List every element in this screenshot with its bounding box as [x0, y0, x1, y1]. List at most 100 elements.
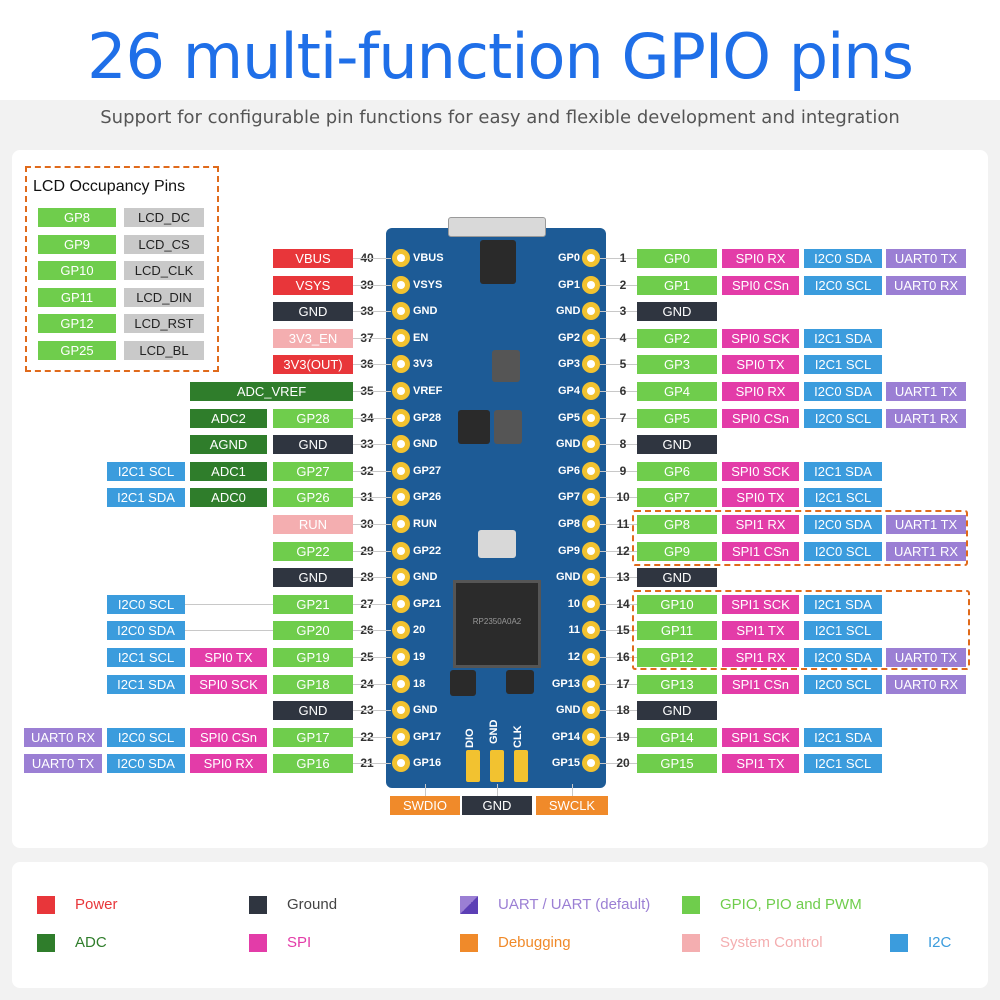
pin-function-label: SPI1 SCK — [722, 594, 799, 614]
pin-function-label: UART1 RX — [886, 541, 966, 561]
connector-line — [600, 550, 637, 552]
lcd-gpio-label: GP11 — [38, 287, 116, 307]
connector-line — [497, 784, 498, 796]
debug-pad — [514, 750, 528, 782]
legend-panel — [12, 862, 988, 988]
pin-number: 9 — [619, 463, 627, 478]
left-pin-pad — [392, 275, 410, 294]
lcd-gpio-label: GP25 — [38, 341, 116, 360]
pin-function-label: SPI1 CSn — [722, 674, 799, 694]
legend-label: System Control — [720, 934, 823, 951]
pin-function-label: I2C1 SDA — [107, 674, 185, 694]
left-pin-pad — [392, 701, 410, 720]
pin-function-label: GP2 — [637, 328, 717, 348]
board-pin-label: GP14 — [551, 730, 580, 743]
pin-function-label: GND — [273, 568, 353, 588]
pin-function-label: UART0 RX — [886, 275, 966, 295]
pin-function-label: SPI0 CSn — [190, 727, 267, 747]
board-pin-label: GP17 — [413, 730, 442, 743]
board-pin-label: GND — [556, 704, 581, 717]
pin-function-label: UART0 TX — [886, 249, 966, 268]
pin-function-label: GP11 — [637, 621, 717, 641]
pin-function-label: I2C0 SDA — [804, 648, 882, 667]
left-pin-pad — [392, 568, 410, 587]
pin-function-label: SPI0 CSn — [722, 275, 799, 295]
pin-function-label: I2C1 SCL — [107, 461, 185, 481]
right-pin-pad — [582, 249, 600, 267]
debug-board-label: DIO — [464, 728, 476, 748]
pin-number: 20 — [616, 756, 630, 771]
pin-function-label: I2C1 SDA — [804, 594, 882, 614]
legend-label: I2C — [928, 934, 952, 951]
inductor — [494, 410, 522, 444]
pin-number: 12 — [616, 543, 630, 558]
lcd-occupancy-title: LCD Occupancy Pins — [33, 178, 186, 195]
left-pin-pad — [392, 754, 410, 773]
left-pin-pad — [392, 541, 410, 560]
board-pin-label: GP8 — [557, 518, 580, 530]
connector-line — [600, 417, 637, 419]
pin-function-label: VBUS — [273, 249, 353, 268]
connector-line — [600, 524, 637, 525]
small-chip — [506, 670, 534, 694]
debug-function-label: GND — [462, 796, 532, 815]
component — [492, 350, 520, 382]
pin-number: 7 — [619, 410, 627, 425]
board-pin-label: GND — [413, 305, 438, 318]
board-pin-label: GND — [413, 704, 438, 717]
connector-line — [600, 657, 637, 658]
lcd-function-label: LCD_BL — [124, 341, 204, 360]
pin-function-label: I2C0 SDA — [804, 249, 882, 268]
right-pin-pad — [582, 594, 600, 613]
pin-number: 4 — [619, 330, 627, 345]
lcd-function-label: LCD_DC — [124, 208, 204, 227]
pin-function-label: SPI0 TX — [722, 355, 799, 375]
pin-number: 10 — [616, 490, 630, 505]
pin-function-label: GP19 — [273, 648, 353, 667]
pin-number: 11 — [616, 517, 630, 531]
lcd-gpio-label: GP9 — [38, 234, 116, 254]
pin-function-label: I2C1 SDA — [804, 328, 882, 348]
legend-swatch — [37, 934, 55, 952]
lcd-gpio-label: GP10 — [38, 261, 116, 281]
pin-function-label: UART1 TX — [886, 515, 966, 534]
connector-line — [185, 603, 273, 605]
board-pin-label: GP5 — [557, 411, 580, 424]
lcd-function-label: LCD_RST — [124, 314, 204, 334]
pin-function-label: GP0 — [637, 249, 717, 268]
connector-line — [600, 763, 637, 765]
usb-connector — [448, 217, 546, 237]
pin-function-label: GND — [637, 435, 717, 455]
connector-line — [353, 444, 391, 446]
connector-line — [353, 683, 391, 685]
right-pin-pad — [582, 435, 600, 454]
connector-line — [353, 736, 391, 738]
connector-line — [185, 630, 273, 632]
pin-function-label: I2C1 SCL — [107, 648, 185, 667]
pin-function-label: I2C0 SCL — [107, 594, 185, 614]
board-pin-label: VBUS — [413, 252, 444, 264]
pin-function-label: GP28 — [273, 408, 353, 428]
pin-function-label: GND — [273, 435, 353, 455]
board-pin-label: 20 — [413, 624, 426, 637]
pin-function-label: I2C0 SCL — [804, 674, 882, 694]
pin-number: 18 — [616, 703, 630, 718]
board-pin-label: GP21 — [413, 597, 442, 610]
pin-function-label: UART0 TX — [886, 648, 966, 667]
connector-line — [600, 710, 637, 712]
pin-function-label: SPI0 RX — [722, 249, 799, 268]
pin-function-label: GP27 — [273, 461, 353, 481]
legend-swatch — [460, 934, 478, 952]
board-pin-label: 3V3 — [413, 358, 433, 371]
board-pin-label: GP15 — [551, 757, 580, 770]
connector-line — [572, 784, 573, 796]
right-pin-pad — [582, 382, 600, 400]
left-pin-pad — [392, 674, 410, 693]
left-pin-pad — [392, 302, 410, 321]
left-pin-pad — [392, 727, 410, 746]
pin-function-label: I2C1 SDA — [107, 488, 185, 508]
debug-function-label: SWDIO — [390, 796, 460, 815]
connector-line — [600, 683, 637, 685]
regulator-chip — [480, 240, 516, 284]
board-pin-label: GP1 — [557, 278, 580, 291]
